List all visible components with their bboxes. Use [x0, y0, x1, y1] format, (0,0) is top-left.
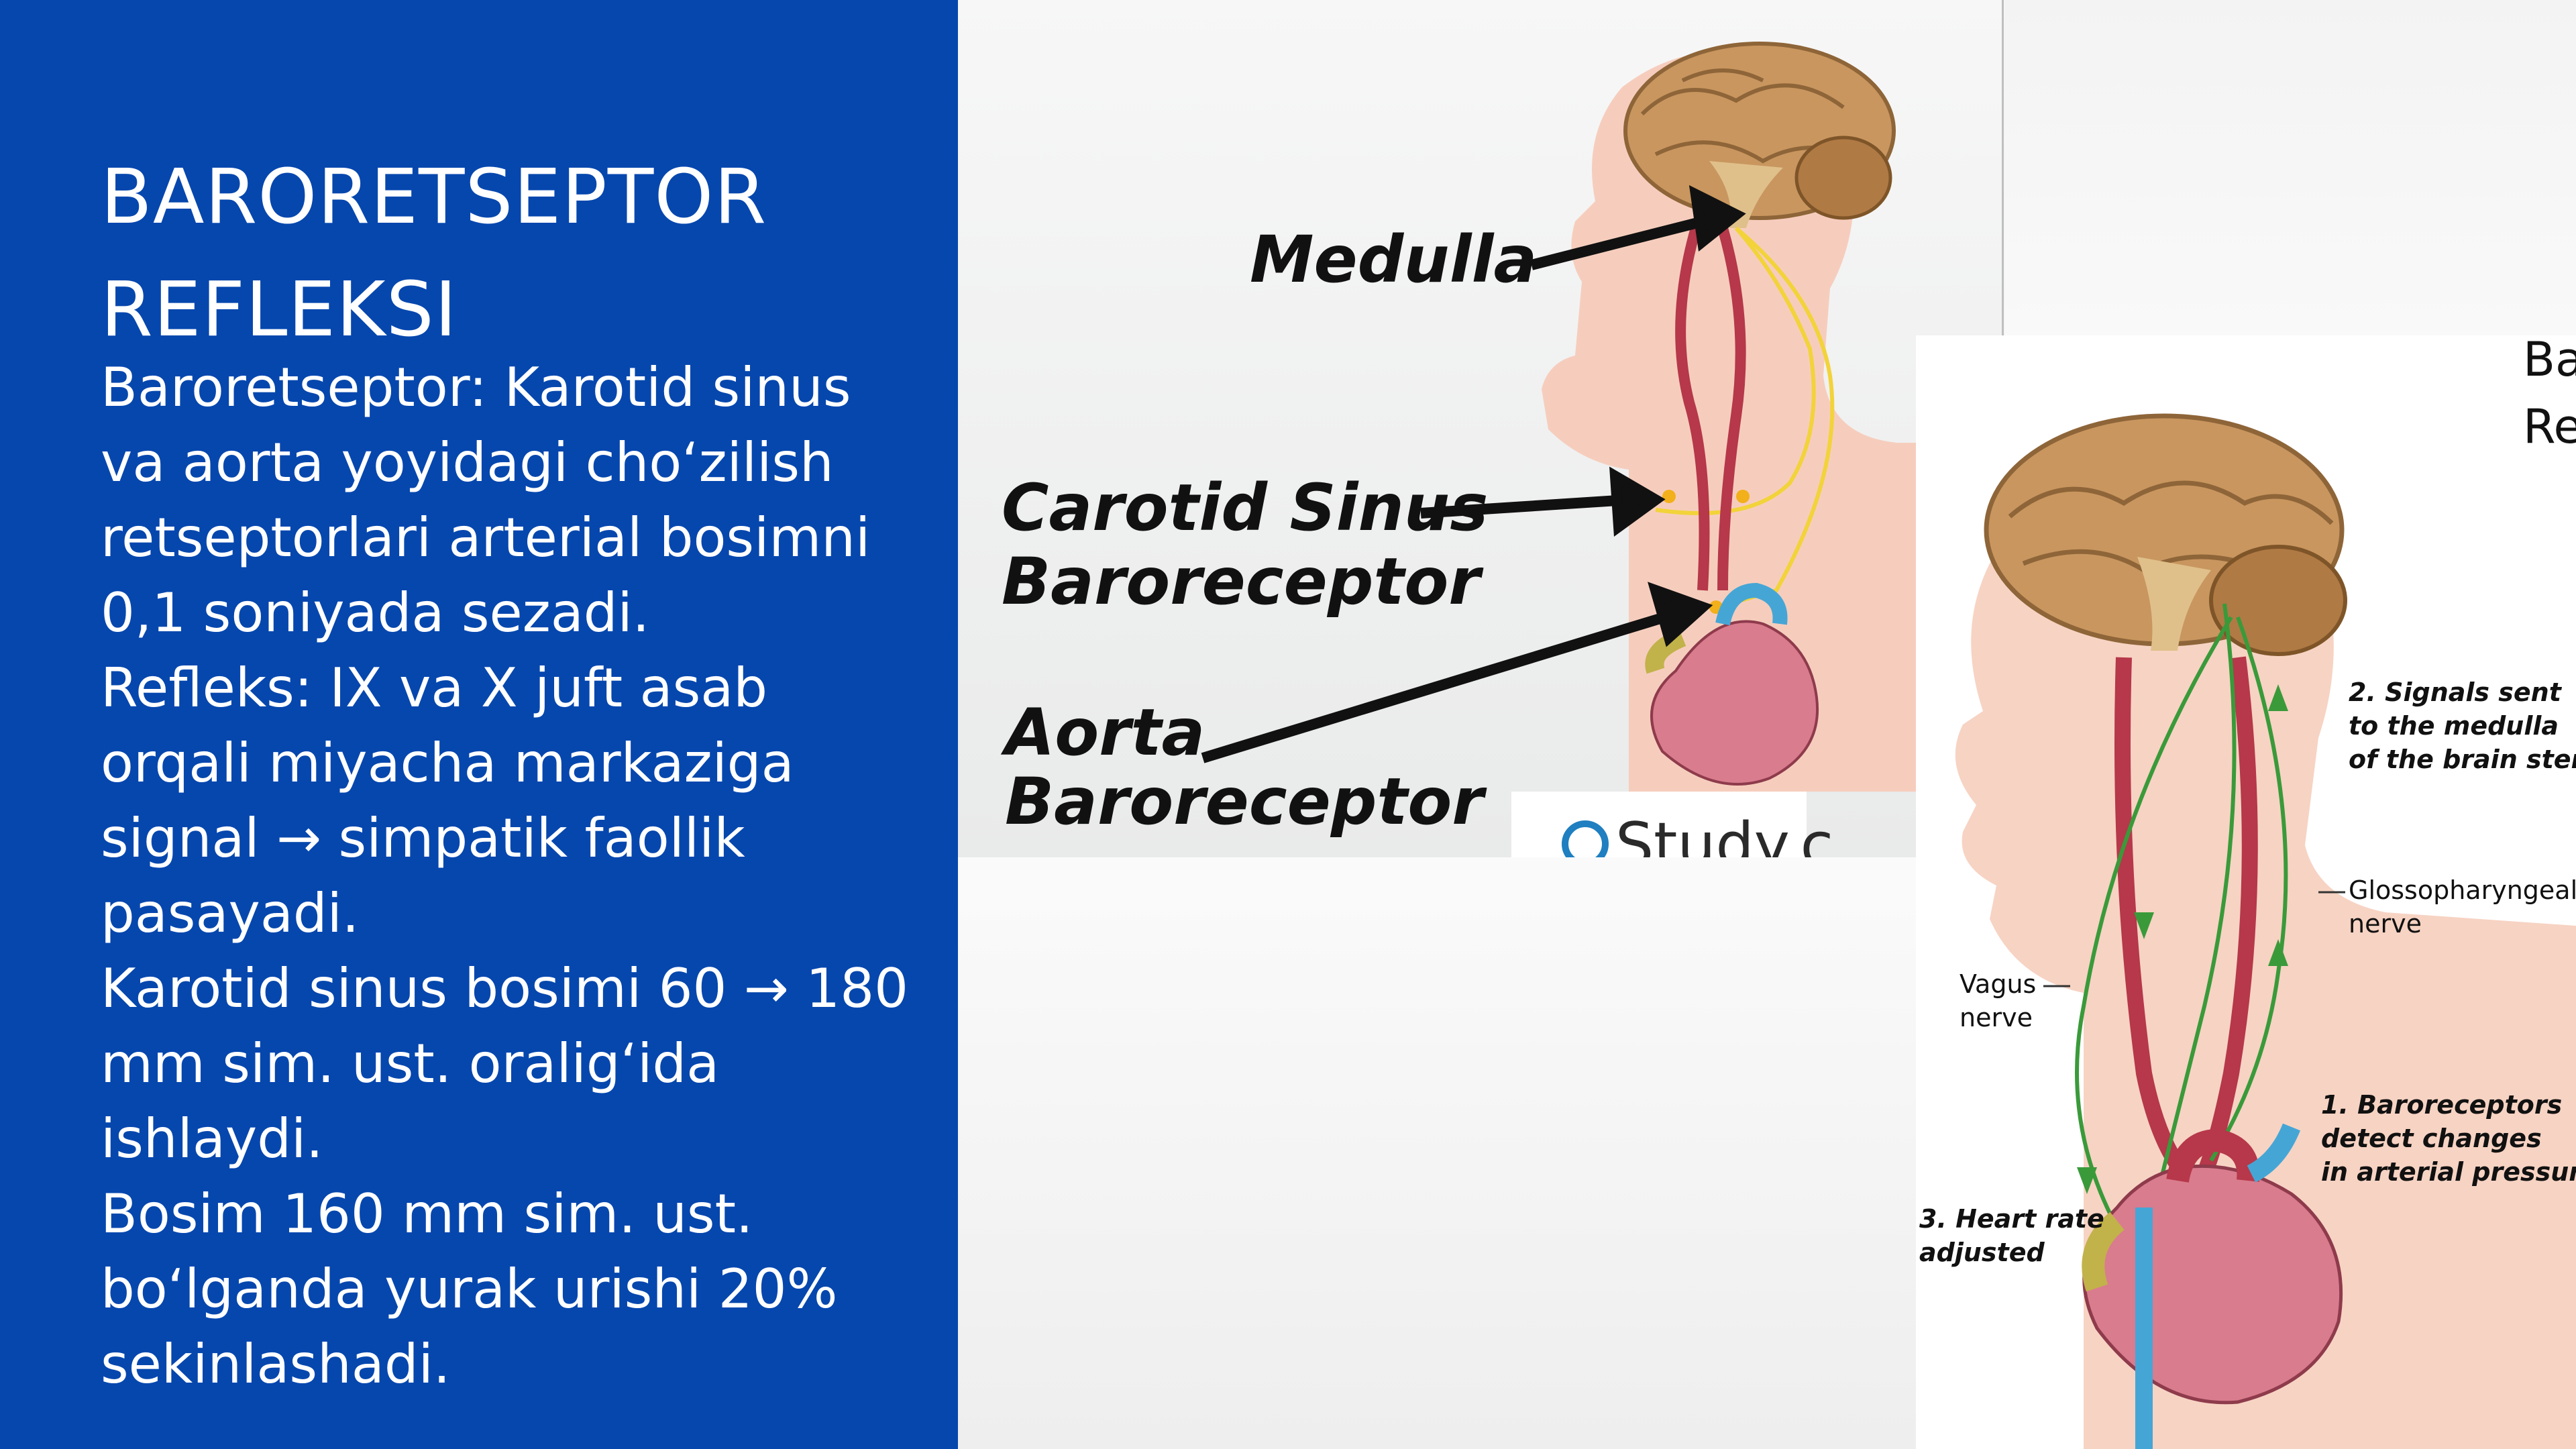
corner-title-1: Ba: [2523, 335, 2576, 387]
title-line-2: REFLEKSI: [101, 266, 458, 354]
paragraph-baroreceptor: Baroretseptor: Karotid sinus va aorta yo…: [101, 356, 871, 644]
head-silhouette-2: [1955, 470, 2576, 1449]
study-logo-icon: [1562, 820, 1609, 857]
glosso-line1: Glossopharyngeal: [2349, 875, 2576, 905]
carotid-arrow: [1420, 466, 1666, 537]
paragraph-carotid-range: Karotid sinus bosimi 60 → 180 mm sim. us…: [101, 957, 908, 1170]
text-panel: BARORETSEPTOR REFLEKSI Baroretseptor: Ka…: [0, 0, 958, 1449]
title-line-1: BARORETSEPTOR: [101, 154, 767, 241]
signals-line3: of the brain stem: [2349, 745, 2576, 774]
paragraph-heart-rate: Bosim 160 mm sim. ust. bo‘lganda yurak u…: [101, 1183, 838, 1395]
label-aorta-line2: Baroreceptor: [1005, 764, 1487, 839]
baro-line1: 1. Baroreceptors: [2321, 1090, 2562, 1120]
label-carotid-line2: Baroreceptor: [1002, 544, 1484, 619]
heart-rate-line2: adjusted: [1919, 1238, 2045, 1267]
vagus-line2: nerve: [1960, 1003, 2033, 1032]
heart: [1650, 620, 1819, 786]
slide-title: BARORETSEPTOR REFLEKSI: [101, 141, 939, 366]
paragraph-reflex: Refleks: IX va X juft asab orqali miyach…: [101, 657, 794, 945]
label-aorta-line1: Aorta: [1000, 695, 1205, 770]
aorta-arrow: [1201, 582, 1713, 763]
baro-line2: detect changes: [2321, 1124, 2542, 1153]
image-divider: [2002, 0, 2004, 335]
label-carotid-line1: Carotid Sinus: [1002, 470, 1488, 545]
medulla-arrow: [1530, 185, 1746, 270]
diagram-image-2: Ba Re 2. Signals sent to the medulla of …: [1916, 335, 2576, 1449]
vagus-line1: Vagus: [1960, 969, 2036, 999]
corner-title-2: Re: [2523, 399, 2576, 454]
glosso-line2: nerve: [2349, 909, 2422, 938]
label-medulla: Medulla: [1250, 222, 1537, 297]
diagram-image-1: Medulla Carotid Sinus Baroreceptor Aorta…: [958, 0, 2004, 857]
signals-line2: to the medulla: [2349, 711, 2559, 741]
diagram-1-svg: Medulla Carotid Sinus Baroreceptor Aorta…: [1000, 42, 2004, 857]
signals-line1: 2. Signals sent: [2349, 678, 2563, 707]
heart-rate-line1: 3. Heart rate: [1919, 1204, 2104, 1234]
watermark-text: Study.c: [1615, 810, 1833, 857]
diagram-2-svg: Ba Re 2. Signals sent to the medulla of …: [1919, 335, 2576, 1449]
slide-body: Baroretseptor: Karotid sinus va aorta yo…: [101, 350, 926, 1402]
baro-line3: in arterial pressure: [2321, 1157, 2576, 1187]
